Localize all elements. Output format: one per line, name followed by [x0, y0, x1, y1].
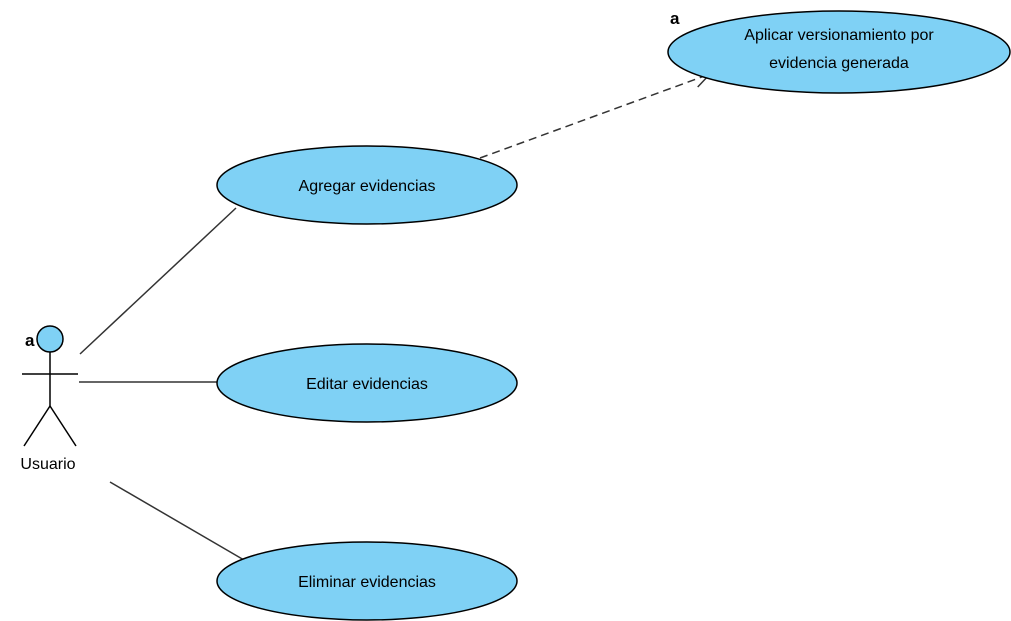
dependency-arrow[interactable]: [479, 71, 712, 159]
use-case-ellipse: [216, 343, 518, 423]
use-case-label: Eliminar evidencias: [298, 574, 436, 591]
use-case-label: Editar evidencias: [306, 376, 428, 393]
association-line-agregar[interactable]: [79, 207, 237, 355]
use-case-editar-evidencias[interactable]: Editar evidencias: [216, 343, 518, 423]
use-case-agregar-evidencias[interactable]: Agregar evidencias: [216, 145, 518, 225]
actor-name: Usuario: [20, 456, 75, 473]
use-case-ellipse: [216, 541, 518, 621]
use-case-label-line-2: evidencia generada: [769, 55, 909, 72]
use-case-eliminar-evidencias[interactable]: Eliminar evidencias: [216, 541, 518, 621]
use-case-ellipse: [667, 10, 1011, 94]
actor-usuario[interactable]: a Usuario: [20, 325, 78, 473]
use-case-marker: a: [670, 9, 680, 28]
actor-marker: a: [25, 331, 35, 350]
use-case-aplicar-versionamiento[interactable]: Aplicar versionamiento por evidencia gen…: [667, 10, 1011, 94]
stick-figure-actor-icon: [22, 325, 78, 447]
use-case-label: Agregar evidencias: [299, 178, 436, 195]
use-case-ellipse: [216, 145, 518, 225]
association-line-eliminar[interactable]: [109, 481, 245, 561]
use-case-label-line-1: Aplicar versionamiento por: [744, 27, 934, 44]
